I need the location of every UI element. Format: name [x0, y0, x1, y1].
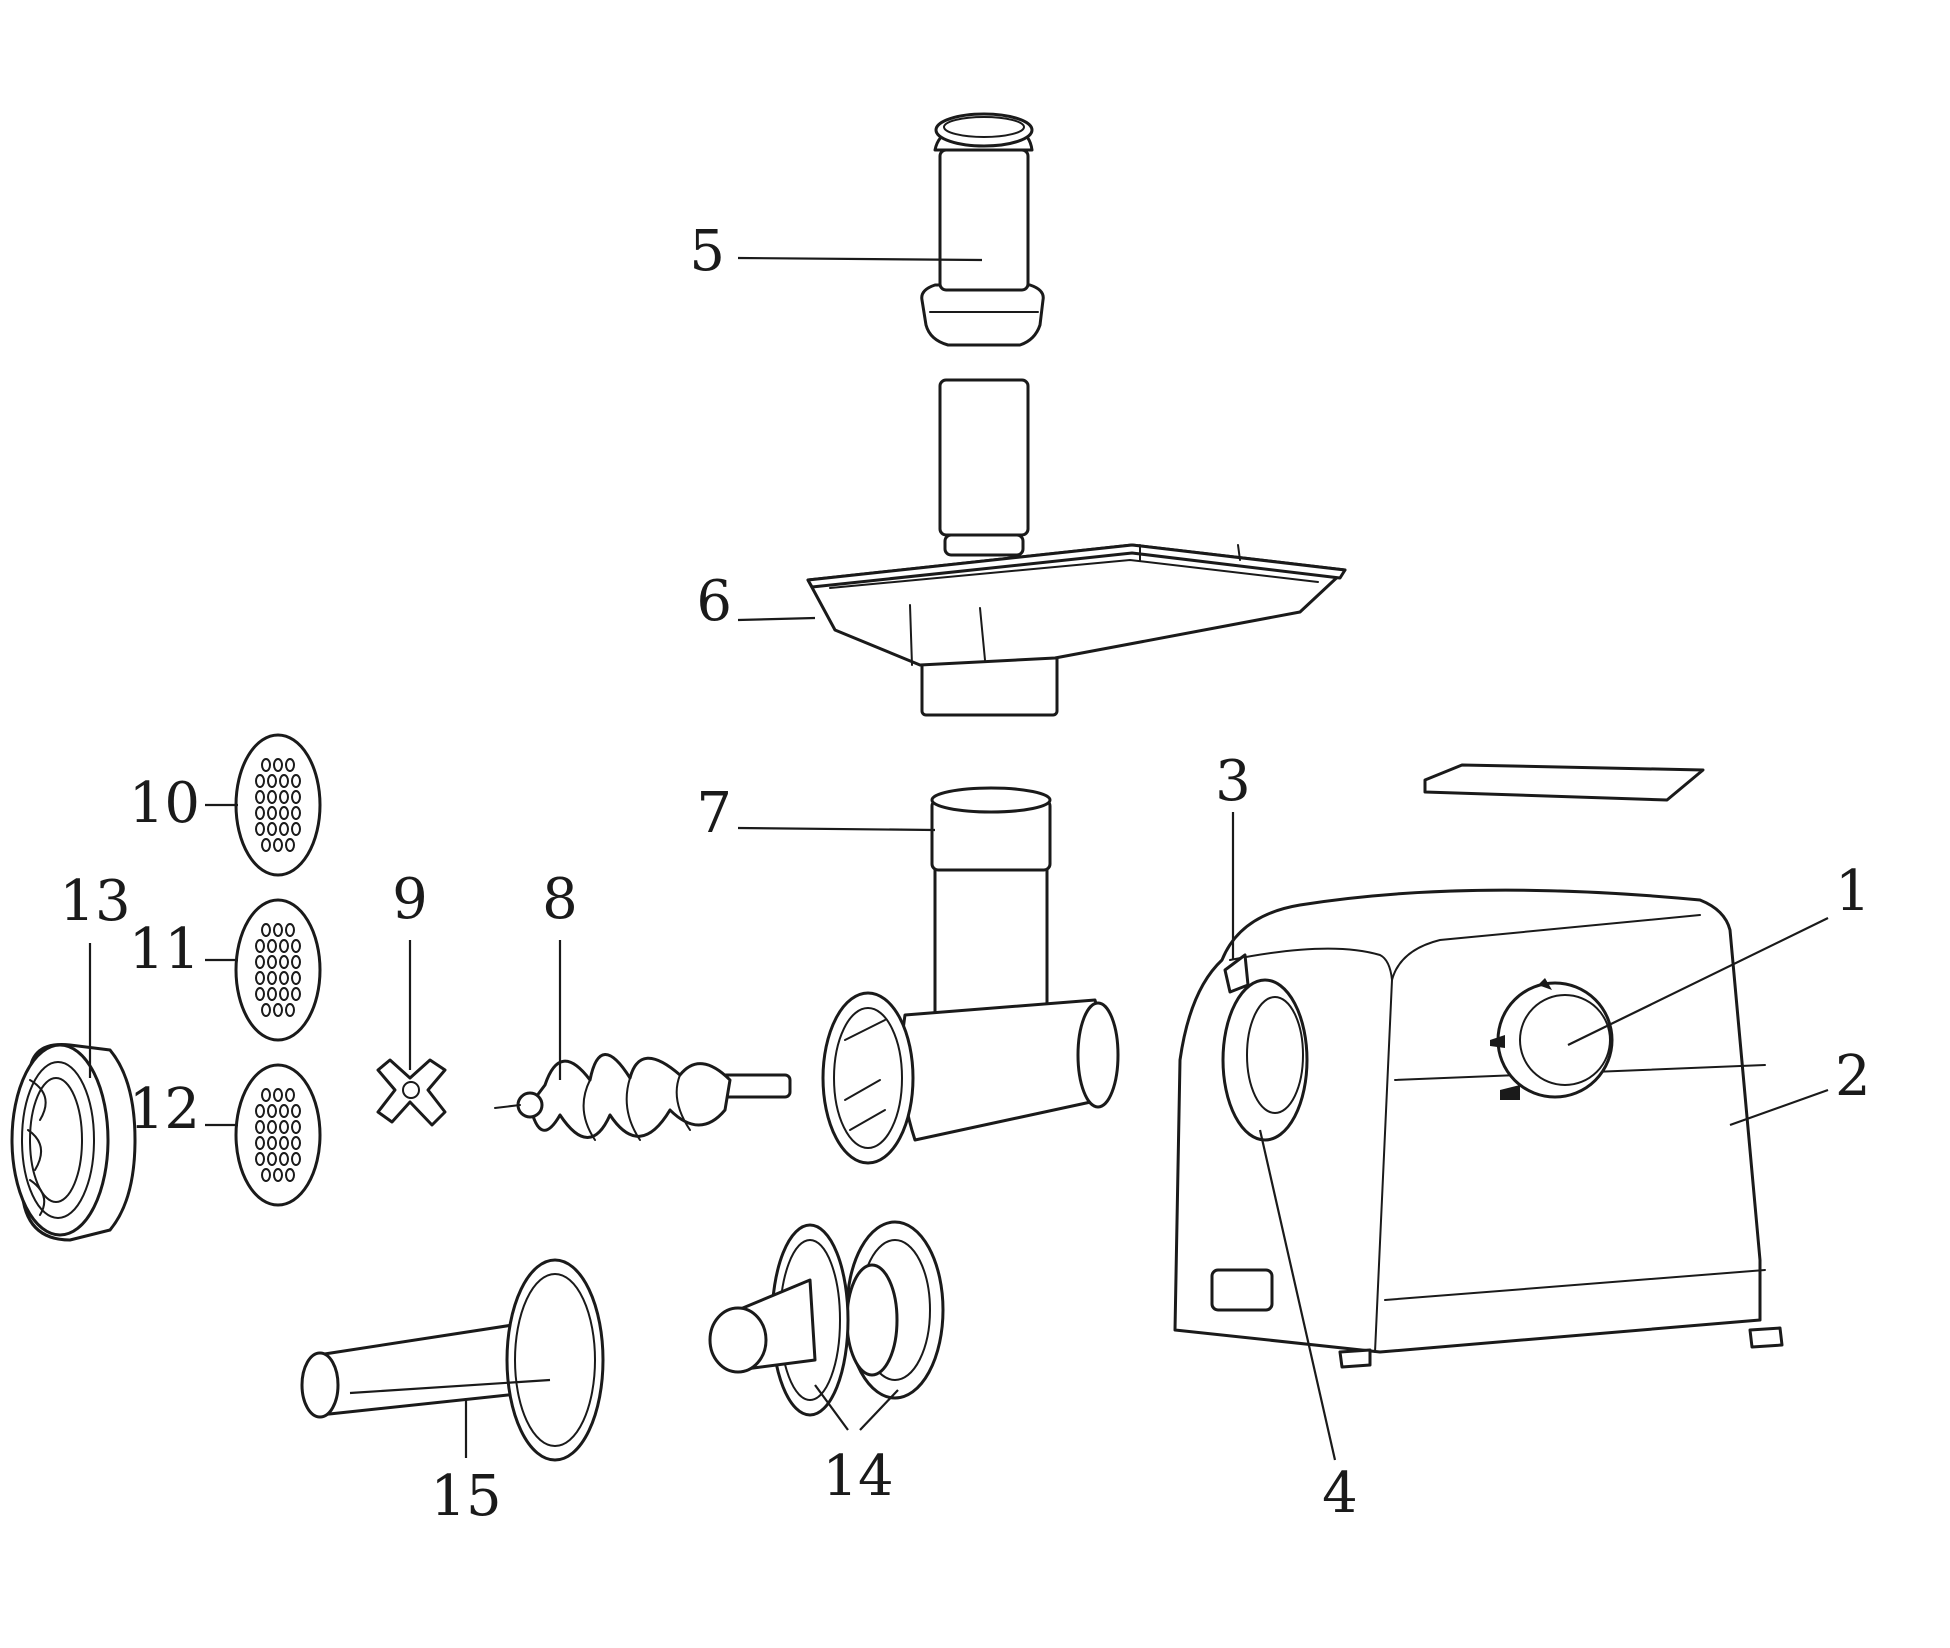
callout-15: 15 [430, 1464, 501, 1529]
disc-hole [267, 1136, 277, 1150]
disc-hole [279, 774, 289, 788]
disc-hole [279, 1104, 289, 1118]
disc-hole [291, 971, 301, 985]
disc-hole [267, 1104, 277, 1118]
part-1-switch-knob [1496, 981, 1614, 1099]
callout-12: 12 [129, 1077, 200, 1142]
disc-hole [291, 790, 301, 804]
disc-hole [267, 790, 277, 804]
disc-hole [285, 1168, 295, 1182]
disc-hole [255, 1104, 265, 1118]
disc-hole [279, 939, 289, 953]
part-11-disc [234, 898, 322, 1042]
callout-9: 9 [392, 867, 428, 932]
disc-hole [261, 758, 271, 772]
disc-hole [255, 806, 265, 820]
disc-hole [279, 1120, 289, 1134]
disc-hole [291, 1136, 301, 1150]
disc-hole [285, 838, 295, 852]
disc-hole [291, 1104, 301, 1118]
disc-hole [273, 1003, 283, 1017]
disc-hole [279, 987, 289, 1001]
disc-hole [267, 971, 277, 985]
disc-hole [273, 1168, 283, 1182]
callout-10: 10 [129, 771, 200, 836]
disc-hole [291, 1120, 301, 1134]
disc-hole [273, 923, 283, 937]
disc-hole [285, 923, 295, 937]
part-12-disc [234, 1063, 322, 1207]
disc-hole [267, 987, 277, 1001]
callout-5: 5 [689, 219, 725, 284]
disc-hole [291, 822, 301, 836]
disc-hole [279, 822, 289, 836]
disc-hole [279, 1136, 289, 1150]
housing-lid [1423, 763, 1705, 802]
disc-hole [273, 838, 283, 852]
part-13-ring-nut [10, 1043, 137, 1242]
motor-housing [1173, 763, 1784, 1369]
disc-hole [267, 774, 277, 788]
disc-hole [255, 987, 265, 1001]
callout-3: 3 [1215, 749, 1251, 814]
disc-hole [267, 1152, 277, 1166]
disc-hole [255, 955, 265, 969]
disc-hole [255, 1152, 265, 1166]
disc-hole [285, 758, 295, 772]
disc-hole [279, 955, 289, 969]
disc-hole [255, 939, 265, 953]
disc-hole [261, 923, 271, 937]
disc-hole [285, 1088, 295, 1102]
disc-hole [255, 822, 265, 836]
callout-13: 13 [59, 869, 130, 934]
disc-hole [291, 1152, 301, 1166]
part-5-pusher [920, 112, 1045, 557]
callout-labels: 1 2 3 4 5 6 7 8 9 10 11 12 13 14 15 [59, 219, 1870, 1529]
disc-hole [291, 774, 301, 788]
disc-hole [267, 939, 277, 953]
callout-6: 6 [696, 569, 732, 634]
disc-hole [255, 971, 265, 985]
disc-hole [291, 806, 301, 820]
disc-hole [273, 1088, 283, 1102]
disc-hole [273, 758, 283, 772]
disc-hole [255, 1136, 265, 1150]
disc-hole [255, 774, 265, 788]
callout-1: 1 [1835, 859, 1871, 924]
disc-hole [267, 822, 277, 836]
part-7-grinder-head [821, 786, 1120, 1165]
callout-14: 14 [822, 1444, 893, 1509]
callout-2: 2 [1835, 1044, 1871, 1109]
disc-hole [267, 1120, 277, 1134]
disc-hole [261, 1088, 271, 1102]
part-14-kibbe-attachment [708, 1220, 945, 1417]
part-6-tray [806, 543, 1347, 717]
disc-hole [279, 971, 289, 985]
callout-7: 7 [696, 781, 732, 846]
part-9-blade [376, 1058, 447, 1127]
disc-hole [279, 1152, 289, 1166]
disc-hole [261, 1168, 271, 1182]
leader-lines [88, 256, 1829, 1461]
disc-hole [267, 955, 277, 969]
part-10-disc [234, 733, 322, 877]
disc-hole [285, 1003, 295, 1017]
part-8-auger [494, 1053, 792, 1141]
callout-4: 4 [1322, 1461, 1358, 1526]
callout-8: 8 [542, 867, 578, 932]
part-15-sausage-funnel [300, 1258, 605, 1462]
disc-hole [279, 790, 289, 804]
callout-11: 11 [129, 917, 200, 982]
disc-hole [261, 838, 271, 852]
disc-hole [261, 1003, 271, 1017]
disc-hole [267, 806, 277, 820]
disc-hole [279, 806, 289, 820]
disc-hole [291, 987, 301, 1001]
part-4-release-button [1221, 978, 1309, 1142]
disc-hole [291, 939, 301, 953]
disc-hole [255, 1120, 265, 1134]
disc-hole [255, 790, 265, 804]
disc-hole [291, 955, 301, 969]
